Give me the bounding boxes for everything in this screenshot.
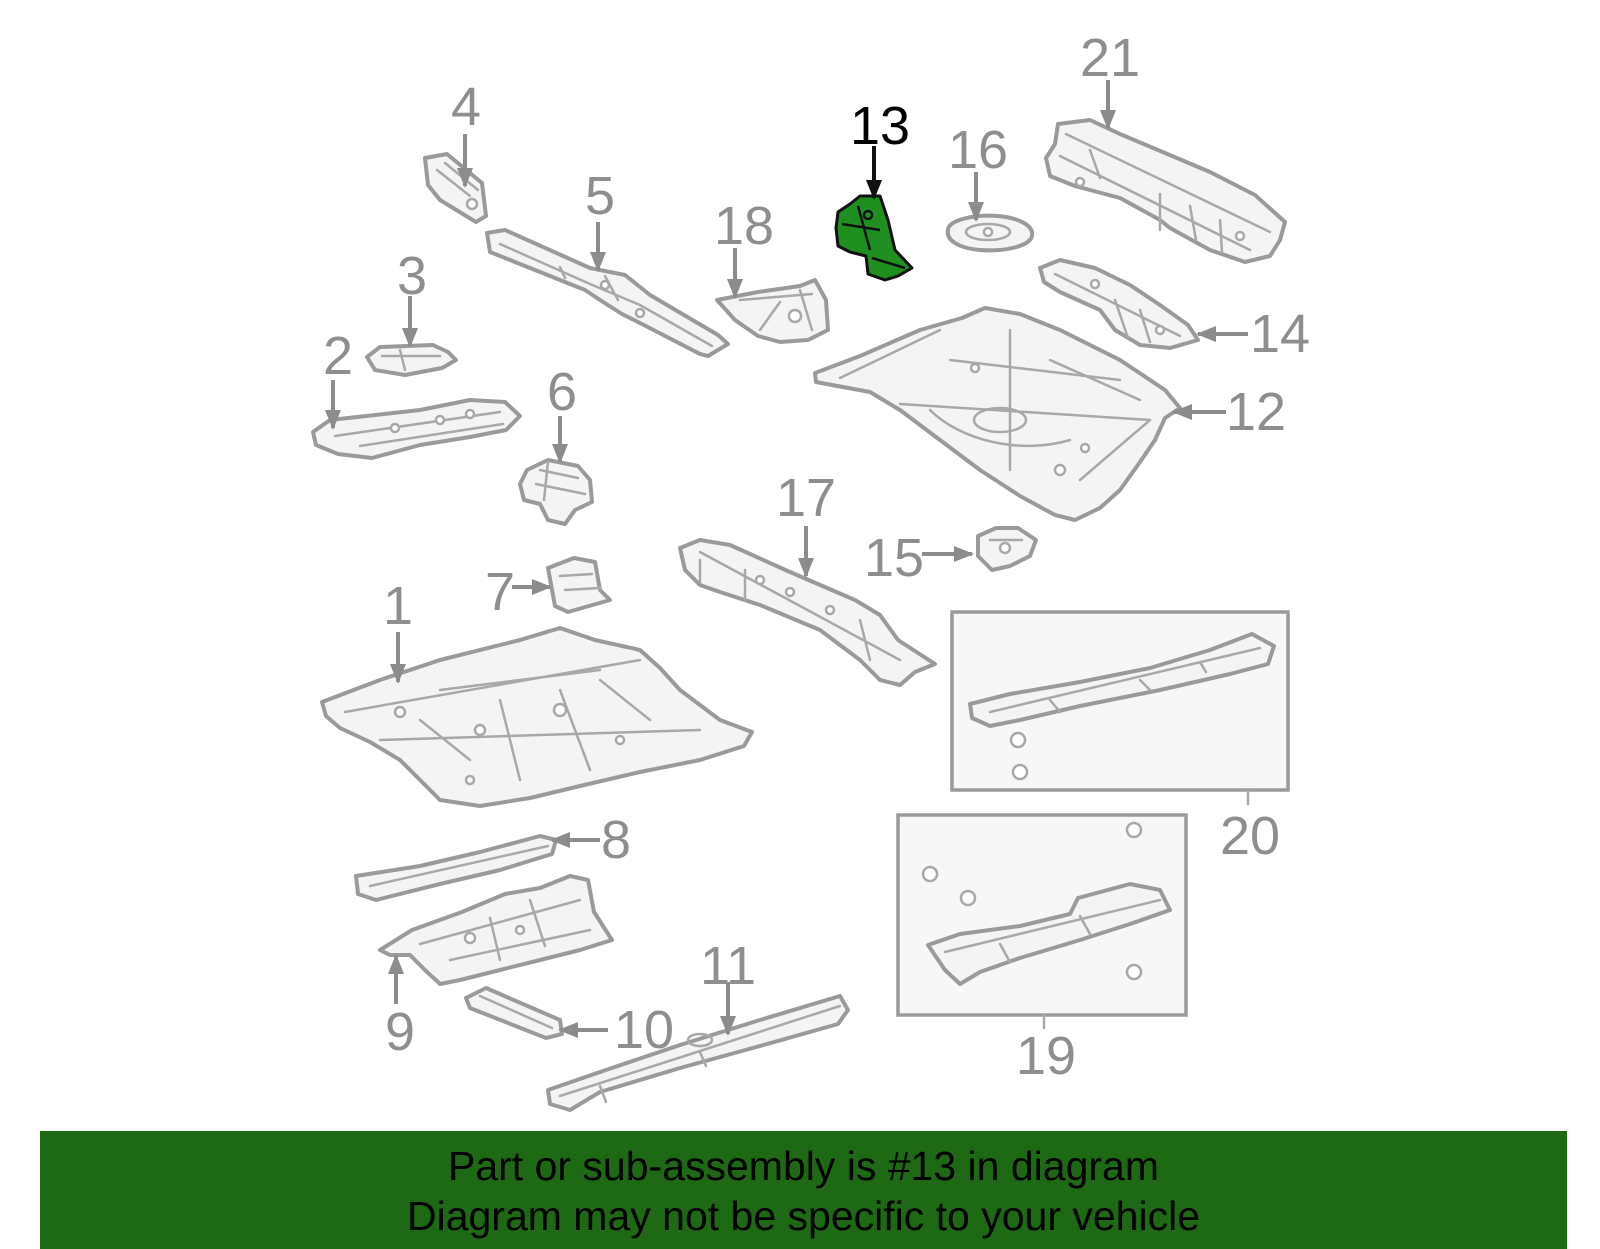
callout-6: 6 bbox=[547, 362, 577, 422]
callout-1: 1 bbox=[383, 576, 413, 636]
callout-21: 21 bbox=[1080, 28, 1140, 88]
part-13 bbox=[834, 146, 914, 282]
part-1 bbox=[320, 626, 754, 808]
part-10 bbox=[464, 986, 608, 1040]
callout-17: 17 bbox=[776, 468, 836, 528]
callout-13: 13 bbox=[850, 96, 910, 156]
callout-20: 20 bbox=[1220, 806, 1280, 866]
callout-8: 8 bbox=[601, 810, 631, 870]
part-19-box bbox=[896, 813, 1188, 1030]
part-17 bbox=[678, 526, 937, 687]
part-21 bbox=[1044, 80, 1287, 264]
callout-12: 12 bbox=[1226, 382, 1286, 442]
callout-10: 10 bbox=[614, 1000, 674, 1060]
info-banner: Part or sub-assembly is #13 in diagram D… bbox=[40, 1131, 1567, 1249]
part-2 bbox=[311, 380, 522, 460]
callout-3: 3 bbox=[397, 246, 427, 306]
callout-5: 5 bbox=[585, 166, 615, 226]
part-11 bbox=[546, 982, 850, 1112]
part-20-box bbox=[950, 610, 1290, 806]
banner-line-2: Diagram may not be specific to your vehi… bbox=[406, 1193, 1200, 1239]
part-18 bbox=[715, 248, 830, 344]
part-7 bbox=[512, 556, 612, 614]
callout-2: 2 bbox=[323, 326, 353, 386]
part-8 bbox=[354, 832, 600, 902]
callout-18: 18 bbox=[714, 196, 774, 256]
part-6 bbox=[518, 416, 594, 526]
banner-line-1: Part or sub-assembly is #13 in diagram bbox=[448, 1143, 1159, 1189]
part-3 bbox=[365, 296, 458, 377]
part-14 bbox=[1038, 258, 1248, 350]
part-5 bbox=[485, 222, 730, 358]
callout-11: 11 bbox=[700, 936, 756, 996]
part-4 bbox=[423, 134, 488, 224]
callout-16: 16 bbox=[948, 120, 1008, 180]
callout-4: 4 bbox=[451, 77, 481, 137]
callout-19: 19 bbox=[1016, 1026, 1076, 1086]
part-9 bbox=[378, 874, 614, 1004]
part-16 bbox=[945, 172, 1035, 253]
callout-15: 15 bbox=[864, 528, 924, 588]
part-12 bbox=[813, 306, 1226, 522]
callout-7: 7 bbox=[485, 562, 515, 622]
callout-14: 14 bbox=[1250, 304, 1310, 364]
part-15 bbox=[922, 526, 1038, 572]
callout-9: 9 bbox=[385, 1002, 415, 1062]
